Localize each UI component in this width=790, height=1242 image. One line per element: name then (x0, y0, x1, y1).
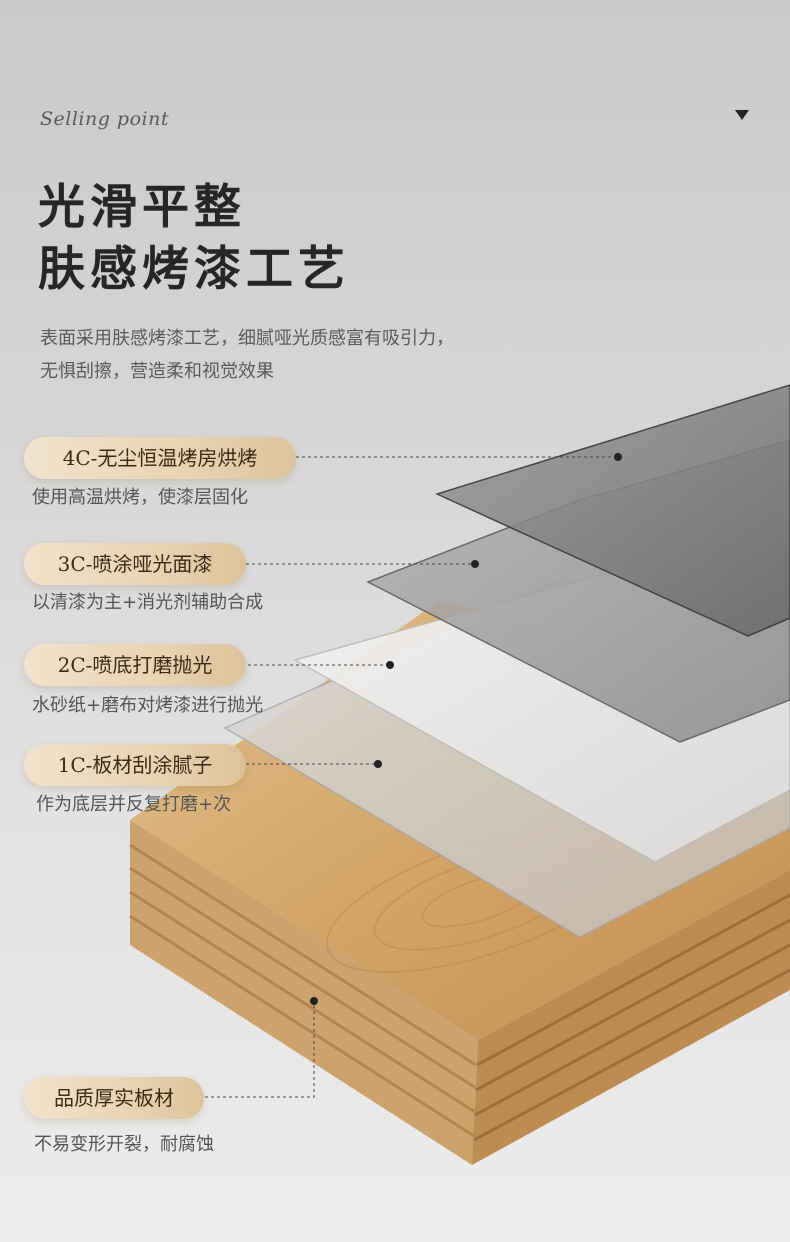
layer-sub-1c: 作为底层并反复打磨+次 (36, 794, 232, 815)
layer-sub-3c: 以清漆为主+消光剂辅助合成 (32, 592, 264, 613)
description-line1: 表面采用肤感烤漆工艺，细腻哑光质感富有吸引力， (40, 328, 454, 349)
description-line2: 无惧刮擦，营造柔和视觉效果 (40, 361, 274, 382)
dot-2c (386, 661, 394, 669)
layer-label-1c: 1C-板材刮涂腻子 (24, 744, 246, 786)
layer-4c-sheet (434, 384, 790, 637)
dot-4c (614, 453, 622, 461)
dot-3c (471, 560, 479, 568)
layer-label-3c: 3C-喷涂哑光面漆 (24, 543, 246, 585)
selling-point-script: Selling point (40, 108, 169, 130)
down-triangle-icon (735, 110, 749, 120)
leader-line-board (205, 1001, 315, 1098)
layer-label-2c: 2C-喷底打磨抛光 (24, 644, 246, 686)
dot-board (310, 997, 318, 1005)
layer-sub-4c: 使用高温烘烤，使漆层固化 (32, 487, 248, 508)
layer-label-board: 品质厚实板材 (24, 1077, 204, 1119)
dot-1c (374, 760, 382, 768)
page-title-line1: 光滑平整 (38, 180, 246, 235)
page-title-line2: 肤感烤漆工艺 (38, 242, 350, 297)
layer-sub-2c: 水砂纸+磨布对烤漆进行抛光 (32, 695, 264, 716)
layer-label-4c: 4C-无尘恒温烤房烘烤 (24, 437, 296, 479)
layer-sub-board: 不易变形开裂，耐腐蚀 (34, 1134, 214, 1155)
